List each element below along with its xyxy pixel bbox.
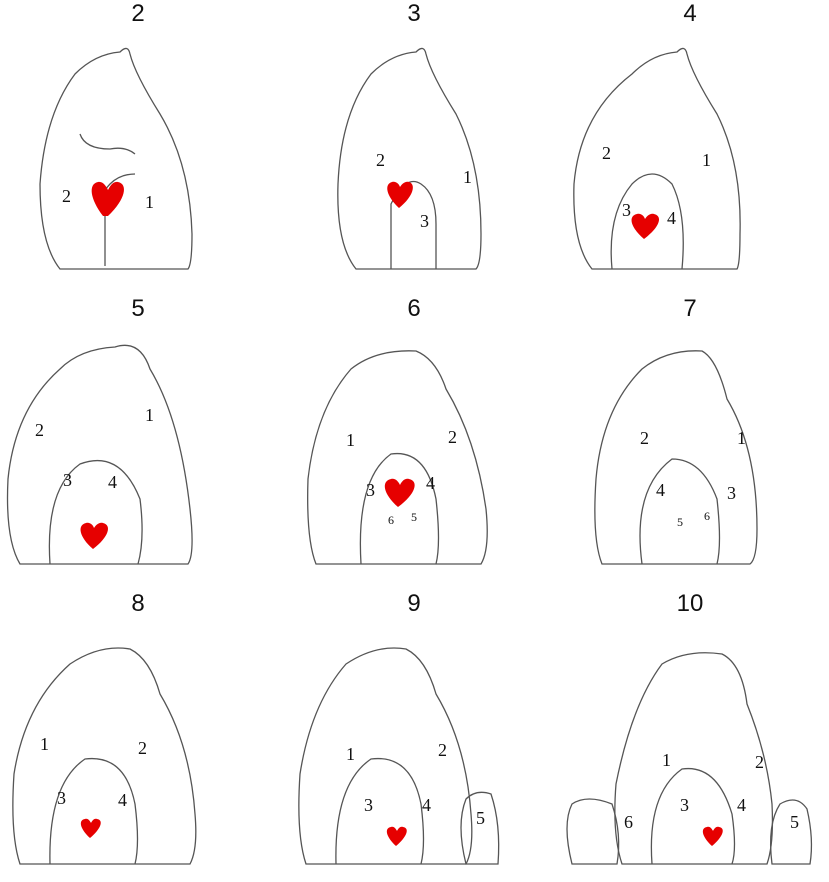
heart-icon [384,478,415,507]
variant-title: 2 [131,0,145,27]
variant-4: 4 2 1 3 4 [552,0,828,292]
bear-figure-8 [12,647,197,865]
variant-title: 5 [131,295,145,322]
variant-title: 10 [676,590,704,617]
bear-figure-3 [337,47,482,270]
bear-figure-2 [39,47,193,270]
variant-title: 8 [131,590,145,617]
heart-icon [80,522,109,549]
variant-title: 6 [407,295,421,322]
variant-5: 5 2 1 3 4 [0,295,276,587]
bear-figure-7 [594,350,758,565]
heart-icon [702,826,723,846]
variant-title: 9 [407,590,421,617]
variant-title: 7 [683,295,697,322]
variant-8: 8 1 2 3 4 [0,590,276,882]
variant-2: 2 2 1 [0,0,276,292]
heart-icon [387,181,413,208]
bear-figure-9 [298,647,500,865]
heart-icon [386,826,407,846]
variant-9: 9 1 2 3 4 5 [276,590,552,882]
variant-3: 3 2 1 3 [276,0,552,292]
bear-figure-10 [566,652,813,865]
variant-7: 7 2 1 4 3 5 6 [552,295,828,587]
bear-figure-6 [307,350,488,565]
heart-icon [91,181,124,216]
variant-10: 10 1 2 3 4 5 6 [552,590,828,882]
variant-title: 4 [683,0,697,27]
bear-figure-5 [6,344,193,565]
variant-title: 3 [407,0,421,27]
variant-6: 6 1 2 3 4 5 6 [276,295,552,587]
heart-icon [631,213,660,239]
heart-icon [80,818,101,838]
bear-figure-4 [573,47,741,270]
